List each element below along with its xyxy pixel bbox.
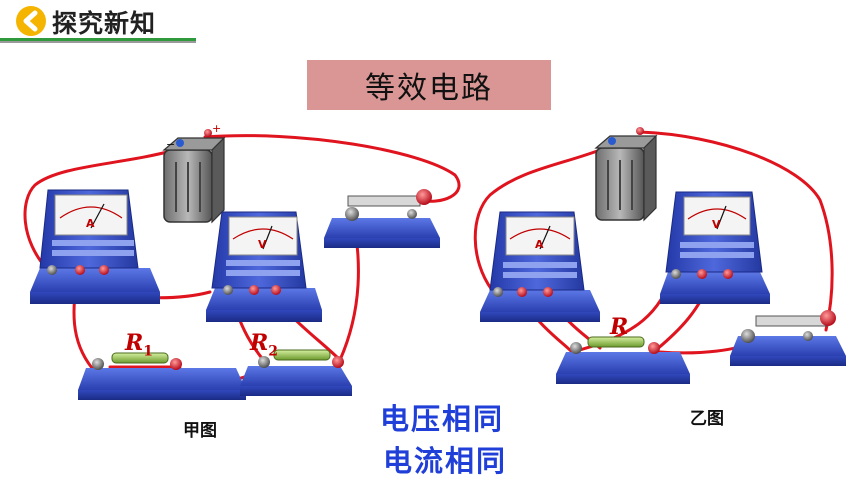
voltmeter-letter-right: V [712,218,721,231]
ammeter-letter-right: A [535,238,544,251]
section-title: 探究新知 [52,9,157,38]
r2-label: R2 [250,330,279,360]
ammeter-letter-left: A [86,217,95,230]
battery-plus-sign: + [212,122,221,135]
switch-right [730,310,846,366]
voltmeter-letter-left: V [258,238,267,251]
ammeter-right: A [480,211,600,322]
switch-left [324,189,440,248]
r-label: R [610,314,629,340]
topic-title: 等效电路 [307,60,551,110]
back-arrow-icon[interactable] [16,6,46,36]
header-rule [0,38,196,41]
resistor-r-right [556,336,690,384]
resistor-r1-left [78,352,246,400]
voltmeter-right: V [660,191,770,304]
figure-caption-left: 甲图 [183,421,217,441]
header-rule-shadow [0,41,196,43]
r1-label: R1 [125,330,154,360]
battery-right [594,127,658,222]
ammeter-left: A [30,189,160,304]
figure-caption-right: 乙图 [690,409,724,429]
voltmeter-left: V [206,211,322,322]
conclusion-current: 电流相同 [383,444,508,478]
battery-minus-sign: − [166,138,175,151]
section-header: 探究新知 [0,0,200,44]
battery-left: − + [162,122,226,224]
conclusion-voltage: 电压相同 [380,402,505,436]
resistor-r2-left [240,349,352,396]
